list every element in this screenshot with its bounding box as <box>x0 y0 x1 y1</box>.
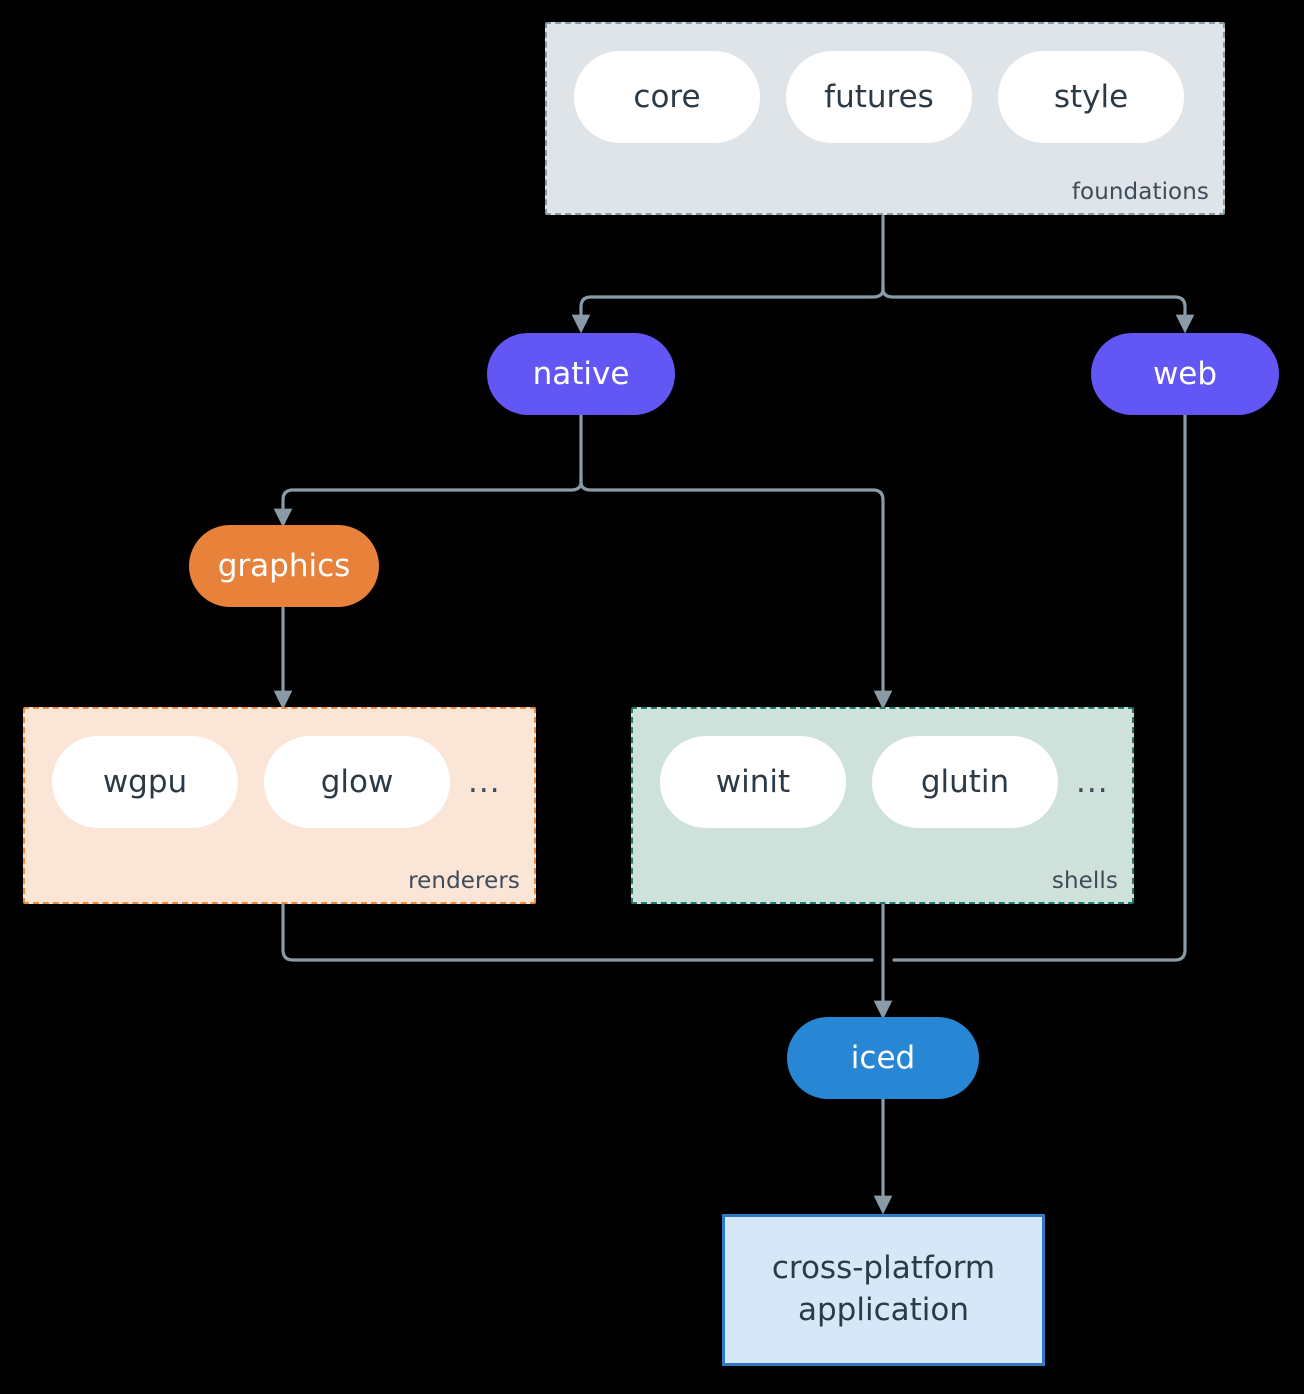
chip-winit[interactable]: winit <box>660 736 846 828</box>
chip-wgpu[interactable]: wgpu <box>52 736 238 828</box>
shells-ellipsis: ... <box>1076 763 1109 800</box>
chip-futures[interactable]: futures <box>786 51 972 143</box>
application-line-1: cross-platform <box>771 1250 996 1287</box>
chip-glow[interactable]: glow <box>264 736 450 828</box>
edge-foundations-to-native <box>571 283 885 334</box>
chip-core[interactable]: core <box>574 51 760 143</box>
edge-web-to-iced <box>892 412 1187 962</box>
chip-glutin[interactable]: glutin <box>872 736 1058 828</box>
renderers-ellipsis: ... <box>468 763 501 800</box>
group-label-renderers: renderers <box>408 868 520 894</box>
node-web[interactable]: web <box>1091 333 1279 415</box>
group-shells: winit glutin ... shells <box>631 707 1134 904</box>
group-label-foundations: foundations <box>1071 179 1209 205</box>
group-foundations: core futures style foundations <box>545 22 1225 215</box>
node-iced[interactable]: iced <box>787 1017 979 1099</box>
application-line-2: application <box>798 1292 969 1328</box>
group-label-shells: shells <box>1051 868 1118 894</box>
shells-chip-row: winit glutin ... <box>660 736 1109 828</box>
group-renderers: wgpu glow ... renderers <box>23 707 536 904</box>
node-graphics[interactable]: graphics <box>189 525 379 607</box>
edge-foundations-to-web <box>881 283 1195 334</box>
foundations-chip-row: core futures style <box>574 51 1184 143</box>
renderers-chip-row: wgpu glow ... <box>52 736 501 828</box>
edge-native-to-shells <box>579 476 893 710</box>
node-native[interactable]: native <box>487 333 675 415</box>
node-cross-platform-application[interactable]: cross-platform application <box>722 1214 1045 1366</box>
edge-native-to-graphics <box>273 476 583 528</box>
chip-style[interactable]: style <box>998 51 1184 143</box>
edge-renderers-to-iced <box>281 903 874 962</box>
